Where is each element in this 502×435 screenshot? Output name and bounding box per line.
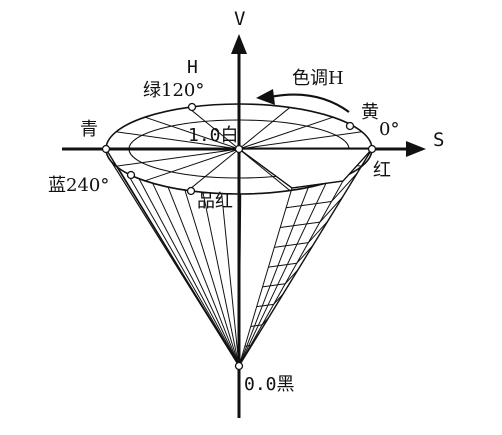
top-spoke <box>144 116 240 150</box>
label-white: 1.0白 <box>188 125 239 146</box>
wedge-edge-left <box>238 148 293 189</box>
wedge-grid-line <box>268 262 297 268</box>
label-h-letter: H <box>187 57 198 78</box>
wedge-grid-line <box>280 221 320 229</box>
label-red: 红 <box>373 160 391 181</box>
label-yellow: 黄 <box>361 102 379 123</box>
top-spoke <box>187 148 240 191</box>
label-magenta: 品红 <box>197 191 233 212</box>
wedge-grid-line <box>319 196 343 223</box>
wedge-grid-line <box>256 303 274 308</box>
wedge-grid-line <box>250 324 263 327</box>
wedge-edge-right <box>342 148 373 182</box>
wedge-edge-front <box>291 180 344 189</box>
top-spoke <box>144 148 240 182</box>
wedge-grid-line <box>238 180 344 367</box>
top-spoke <box>187 107 240 150</box>
top-spoke <box>238 116 334 150</box>
label-axis-v: V <box>234 8 245 30</box>
markers <box>101 102 377 371</box>
wedge-grid-line <box>238 185 310 367</box>
hue-arrowhead <box>256 89 275 105</box>
cone-side-line <box>127 173 240 367</box>
cone-side-line <box>167 186 240 367</box>
wedge-grid-line <box>262 283 286 288</box>
cone-side-line <box>152 183 240 367</box>
marker-green <box>187 102 197 112</box>
marker-yellow <box>345 121 355 131</box>
cone <box>105 103 374 367</box>
top-spoke <box>116 131 240 150</box>
axes <box>62 34 426 418</box>
marker-white <box>234 144 244 154</box>
wedge-grid-line <box>238 187 293 367</box>
marker-blue <box>126 170 136 180</box>
label-zero-deg: 0° <box>379 119 399 140</box>
label-cyan: 青 <box>80 119 98 140</box>
cone-side-line <box>221 193 240 367</box>
marker-cyan <box>101 144 111 154</box>
wedge-grid-line <box>238 183 327 367</box>
wedge-grid-line <box>244 344 251 347</box>
marker-black <box>234 361 244 371</box>
wedge-grid-line <box>331 172 358 202</box>
label-blue-240: 蓝240° <box>48 175 109 196</box>
label-black: 0.0黑 <box>244 374 295 395</box>
top-spoke <box>238 131 362 150</box>
label-hue: 色调H <box>292 68 344 89</box>
label-axis-s: S <box>433 129 444 151</box>
cone-right-edge <box>238 148 373 367</box>
cone-side-line <box>202 192 240 367</box>
top-spoke <box>116 148 240 167</box>
label-green-120: 绿120° <box>143 80 204 101</box>
marker-magenta <box>186 186 196 196</box>
s-axis-arrowhead <box>406 141 426 157</box>
hue-arrow <box>256 89 350 113</box>
wedge-grid-line <box>274 242 309 248</box>
top-spoke <box>238 107 291 150</box>
wedge-grid-line <box>296 245 314 264</box>
cone-side-line <box>138 178 240 367</box>
wedge-grid-line <box>307 220 329 244</box>
cone-left-edge <box>105 148 240 367</box>
v-axis-arrowhead <box>231 34 247 54</box>
cone-side-line <box>184 189 240 367</box>
wedge-grid-line <box>286 201 332 209</box>
marker-red <box>367 144 377 154</box>
hue-arrow-curve <box>269 93 350 113</box>
